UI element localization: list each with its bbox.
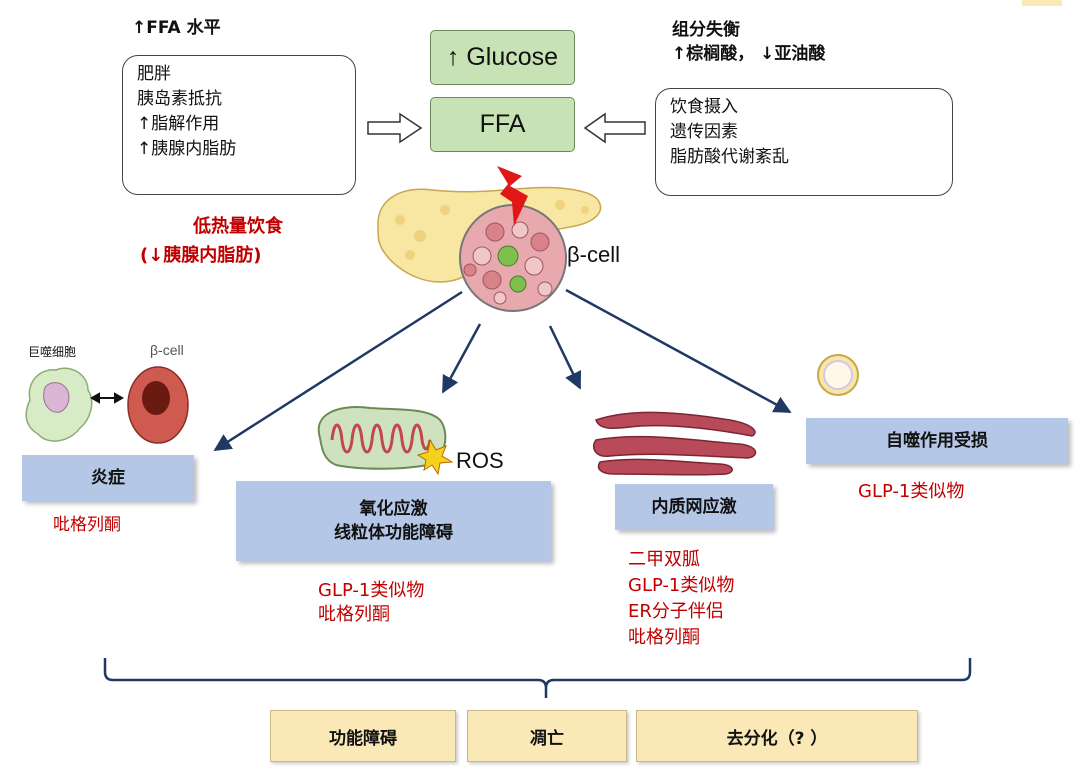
oxidative-stress-box: 氧化应激 线粒体功能障碍 — [236, 481, 551, 561]
treatment-item: 吡格列酮 — [628, 627, 700, 648]
outcome-dedifferentiation: 去分化（? ） — [636, 710, 918, 762]
autophagy-vesicle-icon — [817, 354, 859, 396]
treatment-item: GLP-1类似物 — [628, 575, 735, 596]
composition-causes-box: 饮食摄入 遗传因素 脂肪酸代谢紊乱 — [655, 88, 953, 196]
ros-label: ROS — [456, 448, 504, 473]
oxidative-box-line2: 线粒体功能障碍 — [334, 523, 453, 543]
arrow-to-er-stress — [548, 325, 582, 390]
beta-cell-label: β-cell — [567, 242, 620, 267]
diet-line1: 低热量饮食 — [193, 216, 283, 237]
treatment-item: 二甲双胍 — [628, 549, 700, 570]
cause-item: ↑胰腺内脂肪 — [137, 139, 237, 159]
cause-item: 胰岛素抵抗 — [137, 89, 222, 109]
macrophage-label: 巨噬细胞 — [28, 345, 77, 359]
endoplasmic-reticulum-icon — [592, 411, 757, 476]
composition-header-line2: ↑棕榈酸， ↓亚油酸 — [672, 44, 826, 64]
outcome-apoptosis: 凋亡 — [467, 710, 627, 762]
ffa-causes-box: 肥胖 胰岛素抵抗 ↑脂解作用 ↑胰腺内脂肪 — [122, 55, 356, 195]
treatment-item: GLP-1类似物 — [858, 481, 965, 502]
arrow-to-autophagy — [565, 288, 792, 414]
arrow-to-inflammation — [213, 290, 463, 452]
islet-cluster-icon — [459, 204, 567, 312]
cause-item: 遗传因素 — [670, 122, 738, 142]
oxidative-treatments: GLP-1类似物 吡格列酮 — [318, 579, 424, 627]
bottom-brace — [103, 658, 972, 698]
macrophage-icon — [25, 367, 93, 442]
beta-cell-icon — [127, 366, 189, 444]
treatment-item: ER分子伴侣 — [628, 601, 724, 622]
inflammation-treatments: 吡格列酮 — [53, 514, 121, 536]
cause-item: 饮食摄入 — [670, 97, 738, 117]
mitochondrion-icon — [317, 406, 454, 476]
oxidative-box-line1: 氧化应激 — [359, 499, 428, 519]
cause-item: 肥胖 — [137, 64, 171, 84]
autophagy-box: 自噬作用受损 — [806, 418, 1068, 464]
hollow-arrow-left — [367, 112, 423, 144]
corner-decoration — [1022, 0, 1062, 6]
lightning-icon — [497, 166, 528, 226]
outcome-dysfunction: 功能障碍 — [270, 710, 456, 762]
pathway-arrows — [213, 288, 792, 452]
beta-cell-small-label: β-cell — [150, 342, 184, 358]
cause-item: 脂肪酸代谢紊乱 — [670, 147, 789, 167]
er-stress-box: 内质网应激 — [615, 484, 773, 530]
double-arrow-icon — [89, 392, 125, 404]
cause-item: ↑脂解作用 — [137, 114, 220, 134]
diet-intervention: 低热量饮食 — [168, 214, 308, 240]
treatment-item: GLP-1类似物 — [318, 580, 425, 601]
ffa-box: FFA — [430, 97, 575, 152]
inflammation-box: 炎症 — [22, 455, 194, 501]
composition-header: 组分失衡 ↑棕榈酸， ↓亚油酸 — [672, 18, 825, 66]
er-stress-treatments: 二甲双胍 GLP-1类似物 ER分子伴侣 吡格列酮 — [628, 547, 734, 651]
diet-intervention-note: (↓胰腺内脂肪) — [140, 245, 262, 266]
ffa-level-header: ↑FFA 水平 — [132, 18, 221, 38]
arrow-to-oxidative — [441, 323, 482, 394]
treatment-item: 吡格列酮 — [318, 604, 390, 625]
autophagy-treatments: GLP-1类似物 — [858, 480, 964, 504]
hollow-arrow-right — [583, 112, 646, 144]
composition-header-line1: 组分失衡 — [672, 20, 740, 40]
treatment-item: 吡格列酮 — [53, 515, 121, 535]
glucose-box: ↑ Glucose — [430, 30, 575, 85]
